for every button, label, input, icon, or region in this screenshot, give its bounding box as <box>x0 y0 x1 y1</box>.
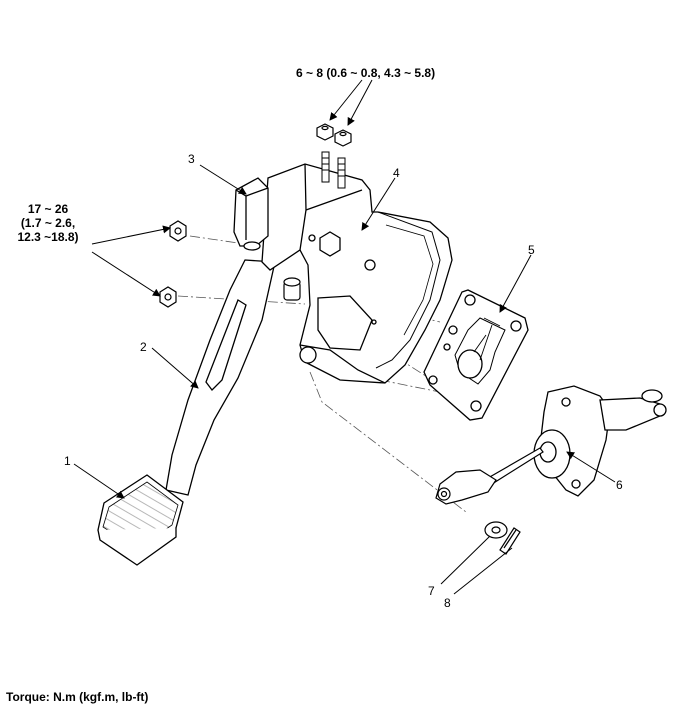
bracket-studs <box>321 151 346 189</box>
push-rod <box>435 447 544 505</box>
torque-side-line-2: (1.7 ~ 2.6, <box>20 216 76 230</box>
callout-7: 7 <box>428 584 435 598</box>
torque-units-note: Torque: N.m (kgf.m, lb-ft) <box>6 690 149 704</box>
torque-side-line-3: 12.3 ~18.8) <box>17 230 79 244</box>
master-cylinder <box>533 385 667 497</box>
callout-8: 8 <box>444 596 451 610</box>
pivot-bushing <box>283 277 301 301</box>
torque-spec-side-nuts: 17 ~ 26 (1.7 ~ 2.6, 12.3 ~18.8) <box>2 202 94 244</box>
leader-lines <box>73 79 616 595</box>
callout-1: 1 <box>64 454 71 468</box>
callout-5: 5 <box>528 243 535 257</box>
pedal-bracket <box>261 163 453 384</box>
washer-and-pin <box>484 521 521 555</box>
callout-2: 2 <box>140 340 147 354</box>
gasket-plate <box>423 289 529 421</box>
callout-3: 3 <box>188 152 195 166</box>
torque-side-line-1: 17 ~ 26 <box>27 202 69 216</box>
top-nuts <box>316 123 352 147</box>
pedal-arm <box>165 259 276 496</box>
callout-4: 4 <box>393 166 400 180</box>
torque-spec-top-nuts: 6 ~ 8 (0.6 ~ 0.8, 4.3 ~ 5.8) <box>296 66 436 80</box>
side-nuts <box>159 220 187 308</box>
pedal-switch <box>233 177 269 251</box>
callout-6: 6 <box>616 478 623 492</box>
